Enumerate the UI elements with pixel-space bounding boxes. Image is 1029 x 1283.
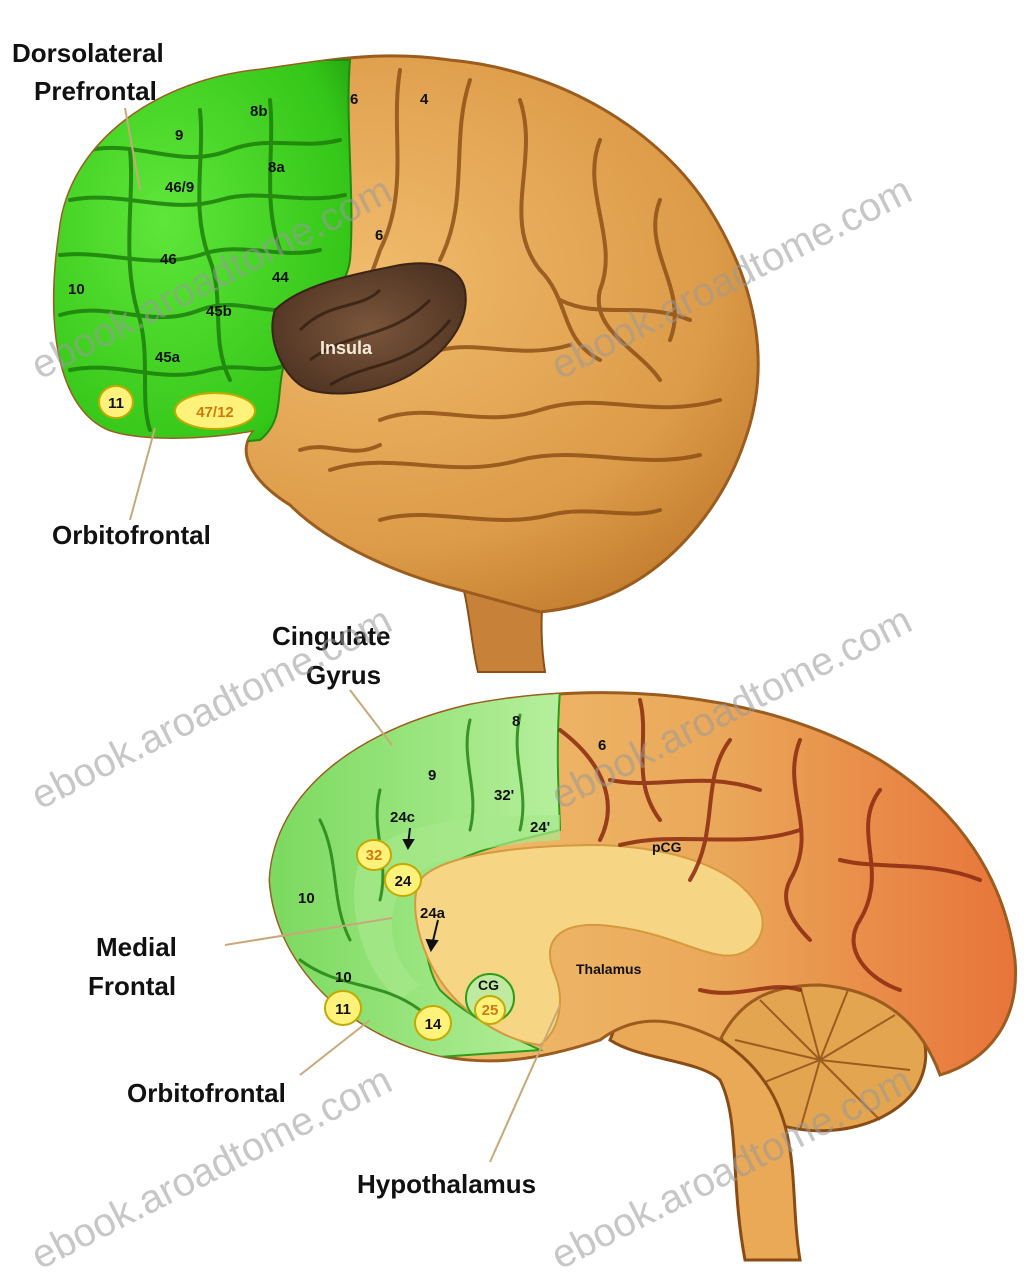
insula-label: Insula: [320, 338, 373, 358]
med-area-24a-label: 24a: [420, 905, 446, 922]
badge-11-label: 11: [108, 395, 124, 412]
area-8a-label: 8a: [268, 159, 285, 176]
badge-47-12-label: 47/12: [196, 404, 234, 421]
area-8b-label: 8b: [250, 103, 268, 120]
med-area-8-label: 8: [512, 713, 520, 730]
med-area-9-label: 9: [428, 767, 436, 784]
hypothalamus-label: Hypothalamus: [357, 1169, 536, 1199]
med-area-10b-label: 10: [335, 969, 352, 986]
thalamus-label: Thalamus: [576, 961, 642, 977]
badge-14-label: 14: [425, 1016, 442, 1033]
dorsolateral-label-line2: Prefrontal: [34, 76, 157, 106]
orbitofrontal-bottom-leader: [300, 1020, 370, 1075]
area-9-label: 9: [175, 127, 183, 144]
area-10-label: 10: [68, 281, 85, 298]
area-44-label: 44: [272, 269, 289, 286]
badge-25-label: 25: [482, 1002, 499, 1019]
orbitofrontal-bottom-label: Orbitofrontal: [127, 1078, 286, 1108]
badge-24-label: 24: [395, 873, 412, 890]
medial-frontal-label-line2: Frontal: [88, 971, 176, 1001]
orbitofrontal-top-label: Orbitofrontal: [52, 520, 211, 550]
orbitofrontal-top-leader: [130, 428, 155, 520]
area-4-label: 4: [420, 91, 429, 108]
cg-label: CG: [478, 977, 499, 993]
badge-11-med-label: 11: [335, 1001, 351, 1018]
area-46-label: 46: [160, 251, 177, 268]
med-area-32p-label: 32': [494, 787, 514, 804]
lateral-brain: [40, 56, 758, 672]
dorsolateral-label-line1: Dorsolateral: [12, 38, 164, 68]
area-45b-label: 45b: [206, 303, 232, 320]
med-area-24c-label: 24c: [390, 809, 415, 826]
area-6-label: 6: [350, 91, 358, 108]
badge-32-label: 32: [366, 847, 383, 864]
med-area-10a-label: 10: [298, 890, 315, 907]
med-area-24p-label: 24': [530, 819, 550, 836]
pcg-label: pCG: [652, 839, 682, 855]
area-45a-label: 45a: [155, 349, 181, 366]
area-6b-label: 6: [375, 227, 383, 244]
medial-frontal-label-line1: Medial: [96, 932, 177, 962]
cingulate-leader: [350, 690, 392, 745]
area-46-9-label: 46/9: [165, 179, 194, 196]
